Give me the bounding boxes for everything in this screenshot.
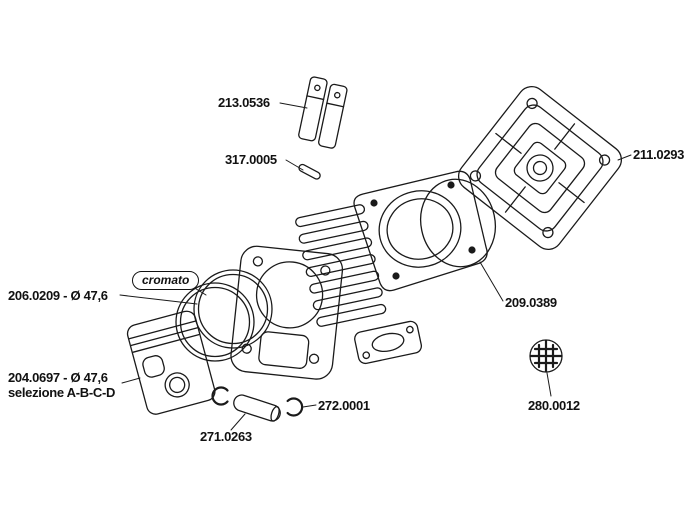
part-label-pin: 317.0005 bbox=[225, 152, 277, 167]
cylinder-drawing bbox=[295, 170, 488, 365]
leader-lines bbox=[119, 102, 632, 431]
cromato-note-tag: cromato bbox=[132, 271, 200, 290]
part-label-circlip: 272.0001 bbox=[318, 398, 370, 413]
part-label-piston-selection: selezione A-B-C-D bbox=[8, 385, 116, 400]
small-pin-drawing bbox=[298, 163, 321, 180]
piston-rings-drawing bbox=[175, 269, 273, 362]
reed-petals-drawing bbox=[298, 76, 348, 149]
part-label-cylinder-head: 211.0293 bbox=[633, 147, 685, 162]
part-label-piston-ring: 206.0209 - Ø 47,6 bbox=[8, 288, 108, 303]
part-label-reed-petals: 213.0536 bbox=[218, 95, 270, 110]
part-label-oring: 209.0389 bbox=[505, 295, 557, 310]
cylinder-fins bbox=[295, 204, 387, 327]
base-gasket-drawing bbox=[230, 245, 344, 380]
part-label-wrist-pin: 271.0263 bbox=[200, 429, 252, 444]
part-label-plug: 280.0012 bbox=[528, 398, 580, 413]
cylinder-head-drawing bbox=[457, 85, 623, 251]
wrist-pin-drawing bbox=[233, 394, 281, 422]
part-label-piston: 204.0697 - Ø 47,6 selezione A-B-C-D bbox=[8, 370, 115, 400]
circlips-drawing bbox=[211, 386, 304, 417]
piston-drawing bbox=[126, 310, 216, 415]
rubber-plug-drawing bbox=[529, 339, 563, 373]
oring-drawing bbox=[420, 178, 496, 268]
exhaust-flange bbox=[354, 320, 423, 365]
part-label-piston-size: 204.0697 - Ø 47,6 bbox=[8, 370, 108, 385]
